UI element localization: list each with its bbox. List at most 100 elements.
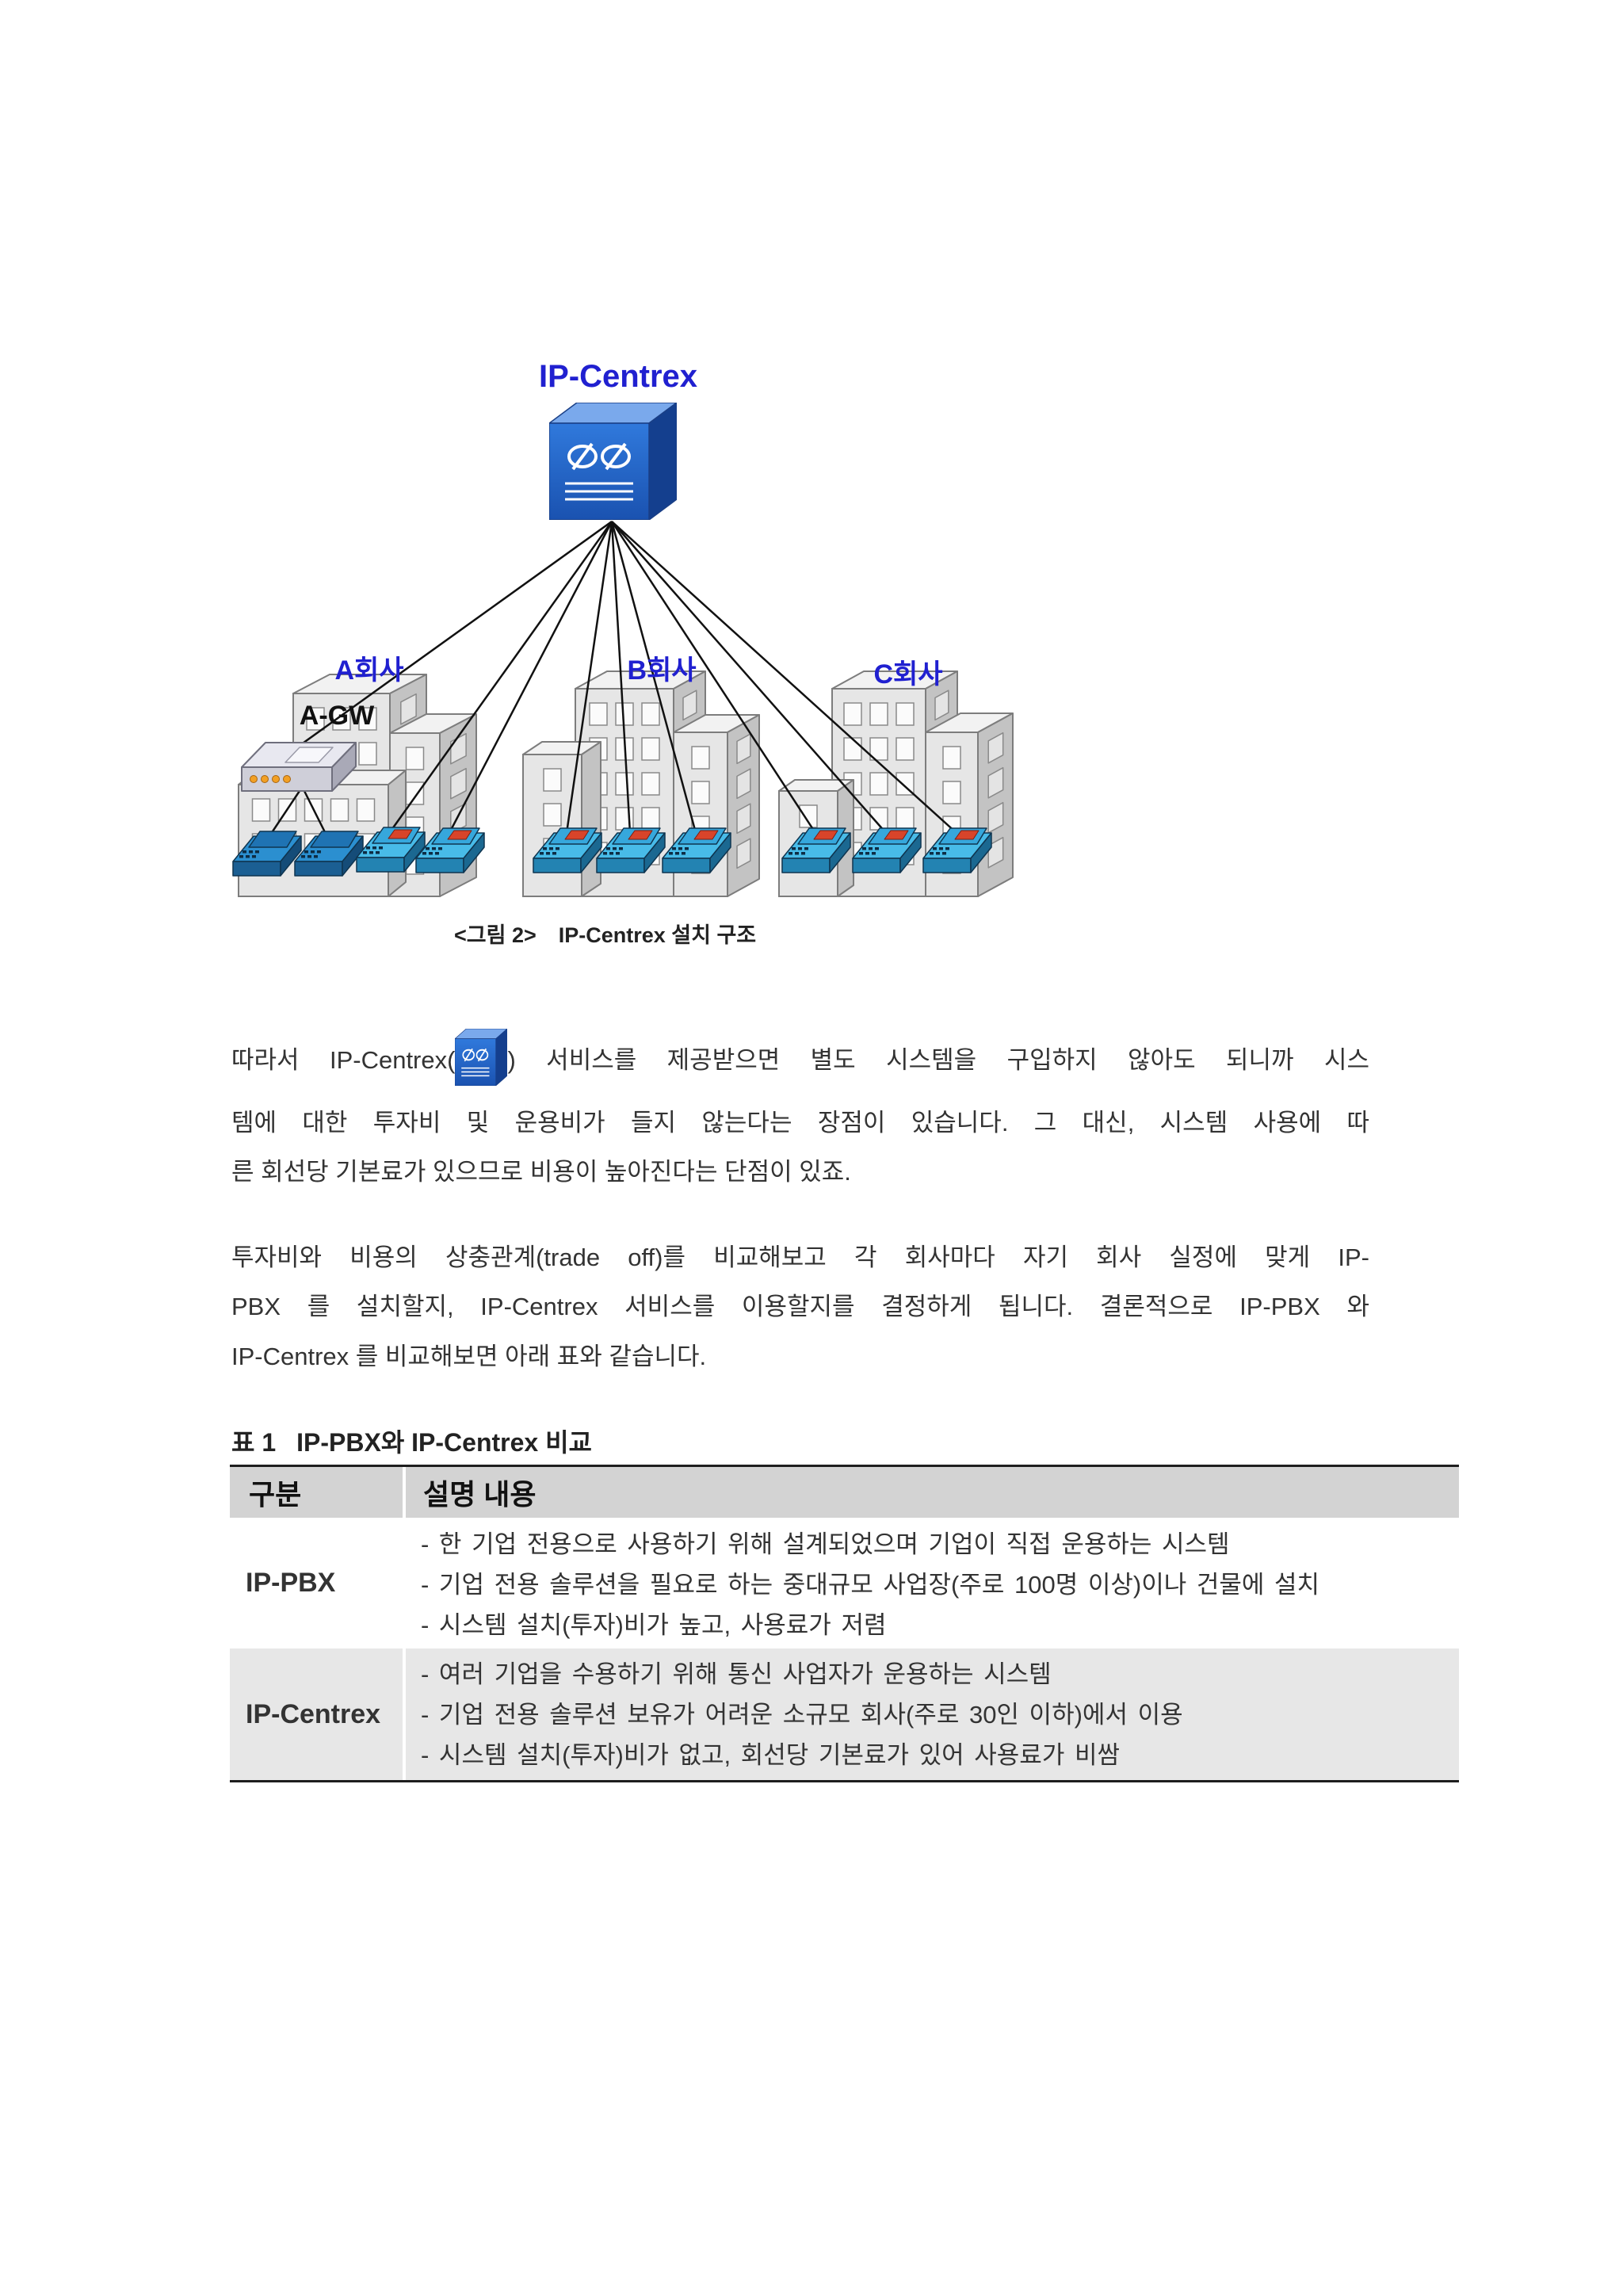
phone-display — [564, 830, 590, 840]
phone-key — [435, 852, 439, 855]
table-caption: 표 1 IP-PBX와 IP-Centrex 비교 — [231, 1425, 592, 1460]
phone-display — [954, 830, 980, 840]
phone-key — [376, 851, 380, 854]
building-window — [987, 836, 1004, 869]
ip-phone-icon — [415, 827, 485, 873]
phone-body-front — [232, 861, 281, 877]
table-row-category: IP-PBX — [246, 1568, 336, 1598]
building-window — [934, 690, 949, 721]
phone-key — [246, 855, 250, 858]
gateway-panel — [285, 747, 334, 763]
building-window — [896, 702, 915, 726]
phone-display — [884, 830, 909, 840]
building-window — [987, 801, 1004, 834]
building-window — [869, 772, 888, 796]
phone-key — [366, 846, 370, 850]
phone-display — [628, 830, 653, 840]
phone-key — [543, 847, 547, 850]
building-window — [306, 707, 325, 731]
table-row: IP-PBX - 한 기업 전용으로 사용하기 위해 설계되었으며 기업이 직접… — [230, 1518, 1459, 1648]
figure-title: IP-Centrex — [539, 359, 697, 394]
phone-key — [429, 852, 433, 855]
gateway-side — [331, 742, 357, 792]
description-item: - 한 기업 전용으로 사용하기 위해 설계되었으며 기업이 직접 운용하는 시… — [421, 1530, 1230, 1558]
connection-line — [611, 521, 957, 834]
phone-key — [869, 847, 873, 850]
connection-line — [610, 521, 817, 834]
phone-key — [792, 847, 796, 850]
ip-phone-icon — [294, 831, 364, 877]
phone-key — [255, 850, 259, 854]
ip-phone-icon — [533, 827, 602, 873]
phone-key — [862, 847, 866, 850]
comparison-table: 구분 설명 내용 IP-PBX - 한 기업 전용으로 사용하기 위해 설계되었… — [230, 1465, 1459, 1782]
description-item: - 시스템 설치(투자)비가 높고, 사용료가 저렴 — [421, 1611, 887, 1639]
building-window — [691, 746, 710, 770]
building-window — [736, 768, 751, 800]
phone-body-side — [403, 831, 426, 873]
phone-key — [552, 852, 556, 855]
building-window — [869, 737, 888, 761]
phone-key — [426, 847, 430, 850]
phone-key — [804, 847, 808, 850]
phone-body-front — [922, 858, 972, 873]
building-window — [682, 690, 697, 721]
connection-line — [610, 521, 632, 834]
devices — [232, 742, 992, 877]
phone-key — [939, 847, 943, 850]
building-window — [896, 807, 915, 831]
building-window — [450, 802, 467, 835]
connection-line — [300, 520, 613, 747]
building-window — [869, 702, 888, 726]
building-window — [358, 707, 377, 731]
phone-key — [609, 852, 613, 855]
phone-body-side — [643, 832, 666, 873]
phone-key — [675, 852, 679, 855]
phone-body-side — [463, 832, 485, 873]
phone-key — [363, 851, 367, 854]
phone-key — [252, 855, 256, 858]
phone-key — [942, 852, 946, 855]
description-item: - 여러 기업을 수용하기 위해 통신 사업자가 운용하는 시스템 — [421, 1660, 1052, 1688]
connection-line — [266, 790, 301, 839]
phone-body-front — [781, 858, 831, 873]
building-window — [691, 781, 710, 804]
phone-body-front — [662, 858, 711, 873]
phone-key — [945, 847, 949, 850]
phone-key — [549, 847, 553, 850]
building-window — [356, 798, 376, 822]
phone-key — [438, 847, 442, 850]
phone-key — [242, 850, 246, 854]
phone-body-side — [580, 832, 602, 873]
paragraph1-line2: 템에 대한 투자비 및 운용비가 들지 않는다는 장점이 있습니다. 그 대신,… — [231, 1109, 1369, 1137]
ip-phone-icon — [356, 827, 426, 873]
phone-key — [616, 852, 620, 855]
building-window — [641, 737, 660, 761]
phone-key — [606, 847, 610, 850]
phone-key — [239, 855, 243, 858]
gateway-led — [272, 775, 280, 783]
phone-key — [795, 852, 799, 855]
table-header-row: 구분 설명 내용 — [230, 1467, 1459, 1518]
building-window — [987, 732, 1004, 764]
building-window — [543, 768, 562, 792]
connection-line — [610, 521, 697, 834]
phone-key — [619, 847, 623, 850]
phone-body-front — [596, 858, 645, 873]
phone-key — [301, 855, 305, 858]
table-row-description: - 여러 기업을 수용하기 위해 통신 사업자가 운용하는 시스템 - 기업 전… — [403, 1648, 1459, 1780]
phone-key — [678, 847, 682, 850]
phone-key — [314, 855, 318, 858]
table-row-description: - 한 기업 전용으로 사용하기 위해 설계되었으며 기업이 직접 운용하는 시… — [403, 1518, 1459, 1648]
phone-key — [930, 852, 934, 855]
table-caption-label: 표 1 — [231, 1428, 277, 1457]
gateway-led — [250, 775, 258, 783]
phone-body-front — [294, 861, 343, 877]
description-item: - 시스템 설치(투자)비가 없고, 회선당 기본료가 있어 사용료가 비쌈 — [421, 1741, 1121, 1769]
building-window — [641, 772, 660, 796]
building-window — [896, 737, 915, 761]
phone-key — [307, 855, 311, 858]
phone-display — [388, 829, 413, 839]
table-caption-title: IP-PBX와 IP-Centrex 비교 — [296, 1428, 592, 1457]
paragraph1-line1-before: 따라서 IP-Centrex( — [231, 1046, 456, 1074]
